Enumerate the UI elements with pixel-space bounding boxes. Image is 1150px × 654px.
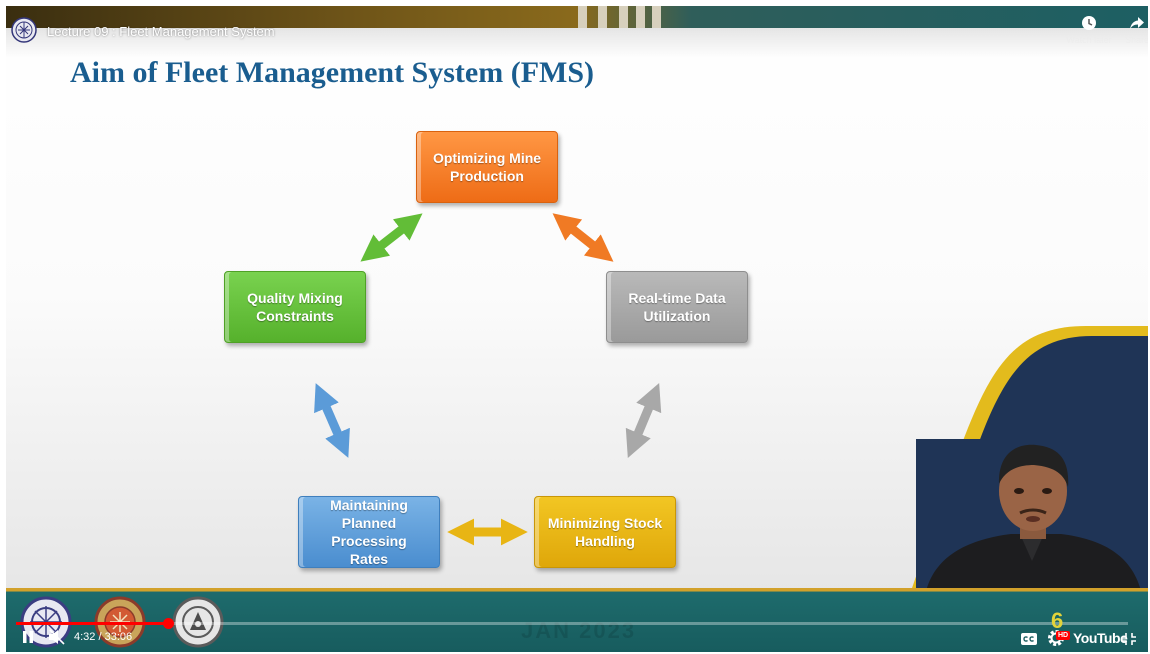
fms-cycle-diagram	[314, 213, 662, 546]
hd-badge: HD	[1056, 631, 1071, 640]
video-title[interactable]: Lecture 09 : Fleet Management System	[47, 24, 275, 39]
node-optimizing-mine-production: Optimizing Mine Production	[416, 131, 558, 203]
exit-fullscreen-icon[interactable]	[1122, 633, 1136, 645]
node-quality-mixing-constraints: Quality Mixing Constraints	[224, 271, 366, 343]
share-button[interactable]: Share	[1110, 15, 1148, 45]
channel-logo-icon[interactable]	[11, 17, 37, 43]
cc-icon[interactable]	[1021, 633, 1037, 645]
node-minimizing-stock-handling: Minimizing Stock Handling	[534, 496, 676, 568]
node-real-time-data-utilization: Real-time Data Utilization	[606, 271, 748, 343]
top-gradient	[6, 28, 1148, 58]
slide-page-number: 6	[1051, 608, 1064, 633]
youtube-logo[interactable]: YouTube	[1073, 630, 1128, 646]
progress-bar-fill	[16, 622, 168, 625]
time-display: 4:32 / 33:06	[74, 631, 133, 643]
share-label: Share	[1124, 35, 1148, 45]
video-frame[interactable]: Lecture 09 : Fleet Management System Wat…	[6, 6, 1148, 652]
progress-bar[interactable]	[16, 618, 1128, 629]
band-date-watermark: JAN 2023	[521, 618, 637, 643]
pause-icon[interactable]	[21, 630, 35, 644]
slide-title: Aim of Fleet Management System (FMS)	[70, 56, 595, 89]
arrow-quality-rates	[314, 383, 350, 458]
slide-bottom-band: JAN 2023	[6, 588, 1148, 652]
clock-icon	[1082, 16, 1096, 30]
arrow-data-stock	[625, 383, 662, 458]
watch-later-label: Watch later	[1066, 35, 1112, 45]
node-maintaining-processing-rates: Maintaining Planned Processing Rates	[298, 496, 440, 568]
slide-top-band	[6, 6, 1148, 28]
share-arrow-icon	[1130, 17, 1144, 29]
arrow-mine-data	[552, 213, 614, 262]
progress-scrubber-handle[interactable]	[163, 618, 174, 629]
watch-later-button[interactable]: Watch later	[1062, 15, 1116, 45]
department-logo-icon	[172, 596, 224, 648]
arrow-quality-mine	[360, 213, 423, 262]
muted-speaker-icon[interactable]	[48, 629, 66, 645]
presenter-video	[916, 439, 1148, 591]
